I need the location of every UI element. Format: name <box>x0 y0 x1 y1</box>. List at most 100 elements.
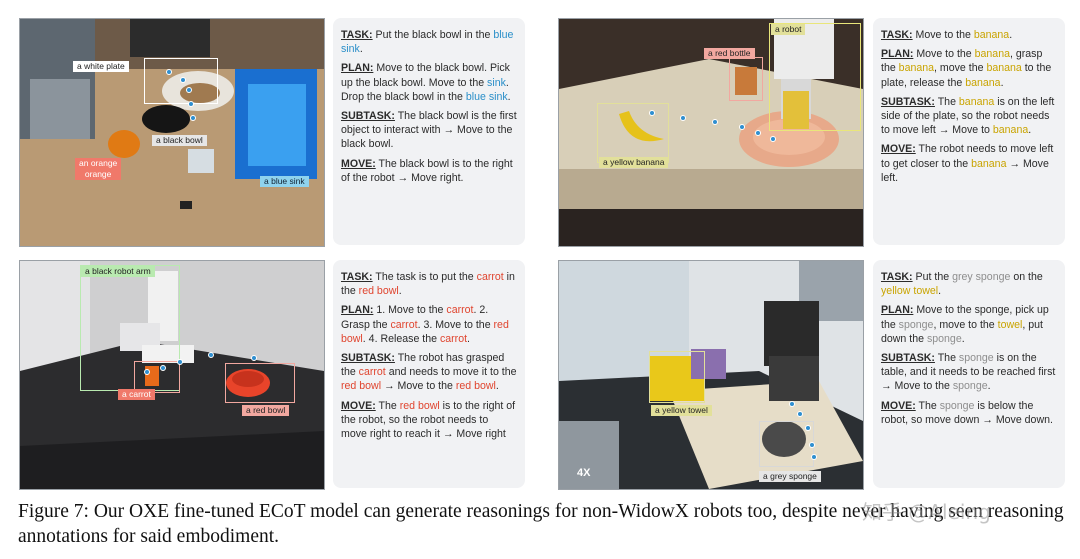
label-yellow-towel: a yellow towel <box>651 405 712 416</box>
reasoning-section: PLAN: Move to the banana, grasp the bana… <box>881 47 1057 90</box>
section-text: . <box>359 43 363 56</box>
section-text: to the plate, release the <box>881 62 1052 89</box>
trajectory-point <box>188 101 194 107</box>
section-text: . Drop the black bowl in the <box>341 76 509 103</box>
section-key: PLAN: <box>341 304 374 317</box>
trajectory-point <box>166 69 172 75</box>
reasoning-section: SUBTASK: The banana is on the left side … <box>881 95 1057 138</box>
section-text: . <box>987 380 991 393</box>
section-text: The black bowl is to the right of the ro… <box>341 157 513 184</box>
section-text: . <box>961 332 965 345</box>
section-key: MOVE: <box>341 399 376 412</box>
bbox-carrot <box>134 361 180 393</box>
section-text: . <box>1028 124 1032 137</box>
label-carrot: a carrot <box>118 389 155 400</box>
photo-kitchen-sink: a white plate a black bowl an orange ora… <box>19 18 325 247</box>
label-red-bottle: a red bottle <box>704 48 755 59</box>
bbox-yellow-towel <box>649 351 705 403</box>
section-text: . 3. Move to the <box>417 318 494 331</box>
highlighted-term: sink <box>487 76 506 89</box>
label-white-plate: a white plate <box>73 61 129 72</box>
reasoning-section: MOVE: The sponge is below the robot, so … <box>881 399 1057 427</box>
section-text: . <box>495 380 499 393</box>
scene-carrot <box>20 261 324 489</box>
label-black-bowl: a black bowl <box>152 135 207 146</box>
section-text: and needs to move it to the <box>385 366 517 379</box>
reasoning-section: PLAN: Move to the black bowl. Pick up th… <box>341 61 517 104</box>
reasoning-section: MOVE: The red bowl is to the right of th… <box>341 399 517 442</box>
trajectory-point <box>770 136 776 142</box>
section-text: The black bowl is the first object to in… <box>341 110 517 151</box>
label-red-bowl: a red bowl <box>242 405 290 416</box>
section-text: is on the table, and it needs to be reac… <box>881 352 1056 393</box>
reasoning-section: SUBTASK: The black bowl is the first obj… <box>341 109 517 152</box>
highlighted-term: sponge <box>898 318 934 331</box>
highlighted-term: banana <box>898 62 935 75</box>
section-text: . 2. Grasp the <box>341 304 489 331</box>
reasoning-section: MOVE: The robot needs to move left to ge… <box>881 142 1057 185</box>
section-text: Move to the <box>913 48 975 61</box>
trajectory-point <box>160 365 166 371</box>
section-key: TASK: <box>341 271 373 283</box>
reasoning-panel-2: TASK: Move to the banana.PLAN: Move to t… <box>873 18 1065 245</box>
highlighted-term: banana <box>958 95 995 108</box>
highlighted-term: towel <box>997 318 1023 331</box>
section-text: The <box>915 399 940 412</box>
scene-kitchen-sink <box>20 19 324 246</box>
section-key: TASK: <box>341 29 373 41</box>
highlighted-term: red bowl <box>455 380 496 393</box>
section-text: . <box>467 332 470 345</box>
reasoning-section: PLAN: Move to the sponge, pick up the sp… <box>881 303 1057 346</box>
trajectory-point <box>755 130 761 136</box>
highlighted-term: sponge <box>958 352 994 365</box>
label-grey-sponge: a grey sponge <box>759 471 821 482</box>
figure-caption: Figure 7: Our OXE fine-tuned ECoT model … <box>18 501 1064 547</box>
highlighted-term: sponge <box>926 332 962 345</box>
scene-sponge <box>559 261 863 489</box>
section-key: MOVE: <box>881 143 916 156</box>
section-text: . <box>1000 76 1004 89</box>
reasoning-section: SUBTASK: The sponge is on the table, and… <box>881 351 1057 394</box>
trajectory-point <box>797 411 803 417</box>
reasoning-section: SUBTASK: The robot has grasped the carro… <box>341 351 517 394</box>
highlighted-term: sponge <box>952 380 988 393</box>
bbox-robot <box>769 23 861 131</box>
section-text: Put the black bowl in the <box>372 29 494 41</box>
trajectory-point <box>180 77 186 83</box>
section-text: The <box>375 399 400 412</box>
highlighted-term: banana <box>965 76 1001 89</box>
section-text: The robot has grasped the <box>341 352 505 379</box>
section-key: SUBTASK: <box>881 352 935 365</box>
section-key: PLAN: <box>881 48 914 61</box>
section-text: on the <box>1010 271 1043 283</box>
section-text: . <box>938 285 942 298</box>
trajectory-point <box>789 401 795 407</box>
section-text: in the <box>341 271 515 298</box>
bbox-red-bowl <box>225 363 295 403</box>
highlighted-term: carrot <box>390 318 418 331</box>
highlighted-term: blue sink <box>465 90 508 103</box>
section-text: The <box>934 352 959 365</box>
trajectory-point <box>680 115 686 121</box>
highlighted-term: carrot <box>476 271 504 283</box>
section-key: PLAN: <box>881 304 914 317</box>
section-text: . 4. Release the <box>362 332 440 345</box>
highlighted-term: yellow towel <box>881 285 939 298</box>
section-text: The task is to put the <box>372 271 477 283</box>
highlighted-term: red bowl <box>358 285 399 298</box>
label-robot: a robot <box>771 24 806 35</box>
section-key: PLAN: <box>341 62 374 75</box>
reasoning-section: PLAN: 1. Move to the carrot. 2. Grasp th… <box>341 303 517 346</box>
trajectory-point <box>809 442 815 448</box>
section-key: SUBTASK: <box>881 95 935 108</box>
section-key: SUBTASK: <box>341 352 395 365</box>
highlighted-term: blue sink <box>341 29 514 56</box>
highlighted-term: grey sponge <box>952 271 1011 283</box>
watermark: 知乎 @Aleing <box>862 500 991 524</box>
highlighted-term: banana <box>971 157 1007 170</box>
reasoning-section: TASK: Put the black bowl in the blue sin… <box>341 28 517 56</box>
reasoning-section: TASK: The task is to put the carrot in t… <box>341 270 517 298</box>
section-text: 1. Move to the <box>373 304 447 317</box>
label-black-robot-arm: a black robot arm <box>81 266 155 277</box>
highlighted-term: red bowl <box>341 318 509 345</box>
